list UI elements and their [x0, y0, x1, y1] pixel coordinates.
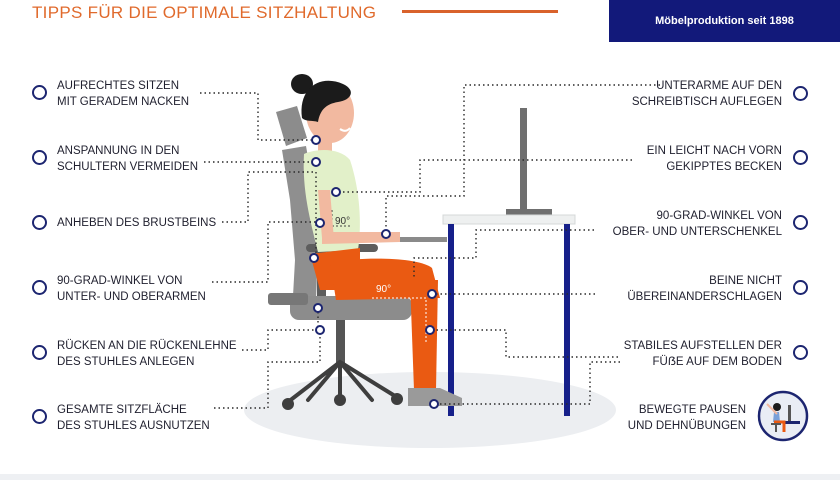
- circle-bullet-icon: [32, 345, 47, 360]
- leader-right-2: [336, 159, 632, 193]
- hair: [301, 80, 351, 122]
- circle-bullet-icon: [32, 280, 47, 295]
- chair-seat-edge: [268, 293, 308, 305]
- footer-strip: [0, 474, 840, 480]
- hair-bun: [291, 74, 313, 94]
- page-title: TIPPS FÜR DIE OPTIMALE SITZHALTUNG: [32, 3, 377, 22]
- desk-leg-right: [564, 224, 570, 416]
- leader-left-4: [212, 221, 317, 283]
- smile: [339, 127, 351, 132]
- brand-banner: Möbelproduktion seit 1898: [609, 0, 840, 42]
- tip-raise-sternum: ANHEBEN DES BRUSTBEINS: [57, 217, 217, 229]
- floor-shadow: [244, 372, 616, 448]
- circle-bullet-icon: [793, 150, 808, 165]
- leader-left-5: [242, 308, 319, 351]
- circle-bullet-icon: [793, 86, 808, 101]
- marker-forearm: [381, 229, 391, 239]
- marker-foot: [429, 399, 439, 409]
- marker-chest: [315, 218, 325, 228]
- leader-right-1: [385, 84, 660, 234]
- marker-knee: [427, 289, 437, 299]
- title-underline: [402, 10, 558, 13]
- shoe: [408, 388, 462, 406]
- keyboard: [397, 237, 447, 242]
- marker-shin: [425, 325, 435, 335]
- circle-bullet-icon: [793, 215, 808, 230]
- marker-back: [313, 303, 323, 313]
- marker-shoulder: [311, 157, 321, 167]
- stretching-person-icon: [757, 390, 809, 442]
- forearm: [322, 232, 400, 244]
- chair-base: [286, 360, 397, 404]
- circle-bullet-icon: [32, 409, 47, 424]
- desk-top: [442, 214, 576, 225]
- chair-seat: [290, 296, 412, 320]
- marker-elbow: [309, 253, 319, 263]
- desk-leg-left: [448, 224, 454, 416]
- leader-left-1: [200, 92, 316, 141]
- circle-bullet-icon: [32, 85, 47, 100]
- circle-bullet-icon: [32, 150, 47, 165]
- lower-leg: [410, 280, 438, 390]
- circle-bullet-icon: [793, 280, 808, 295]
- leader-left-6: [214, 330, 321, 409]
- marker-seat: [315, 325, 325, 335]
- marker-pelvis: [331, 187, 341, 197]
- monitor-stand: [506, 209, 552, 215]
- knee-angle-label: 90°: [376, 284, 391, 295]
- torso-angle-label: 90°: [335, 216, 350, 227]
- leader-right-6: [434, 361, 620, 405]
- circle-bullet-icon: [32, 215, 47, 230]
- chair-headrest: [276, 106, 307, 146]
- circle-bullet-icon: [793, 345, 808, 360]
- leader-right-5: [430, 329, 618, 358]
- neck: [318, 136, 332, 154]
- chair-column: [336, 320, 345, 364]
- marker-neck: [311, 135, 321, 145]
- monitor: [520, 108, 527, 210]
